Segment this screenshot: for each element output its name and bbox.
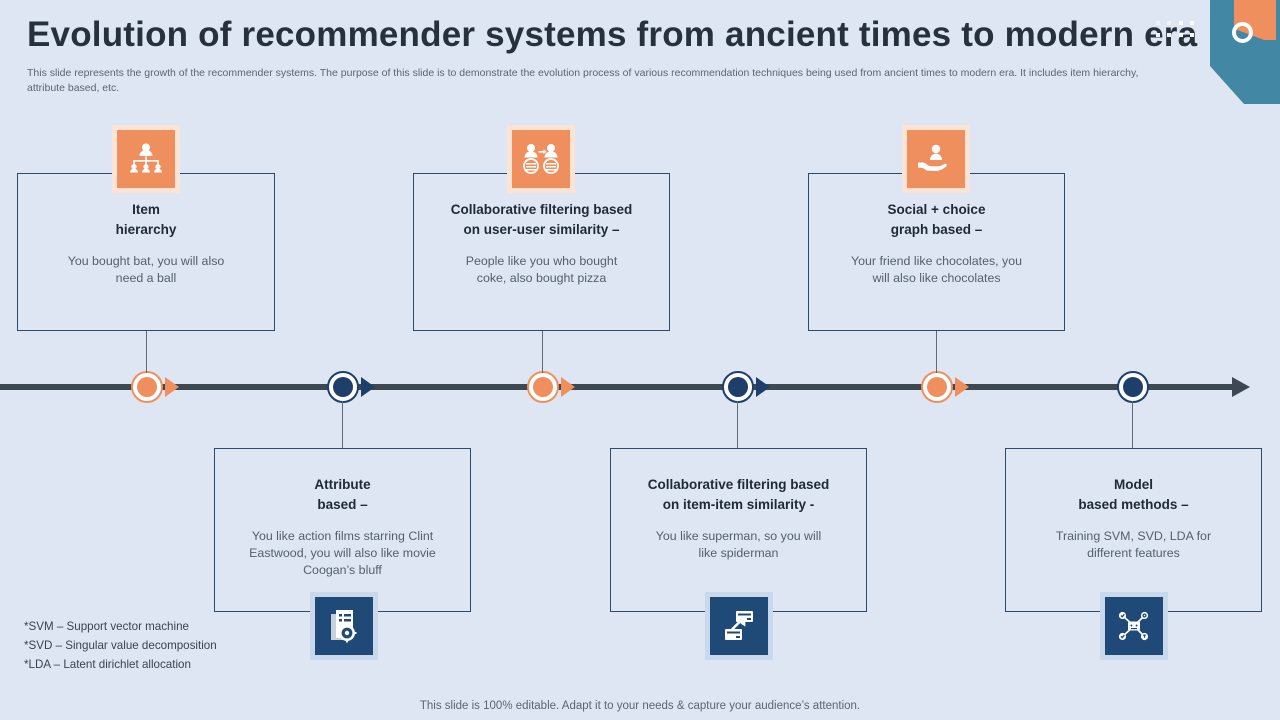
- card-item-hierarchy[interactable]: Item hierarchy You bought bat, you will …: [17, 173, 275, 331]
- marker-dot: [333, 377, 353, 397]
- hierarchy-org-chart-icon: [117, 130, 175, 188]
- timeline-marker-5[interactable]: [921, 371, 953, 403]
- card-item-item-collaborative-filtering[interactable]: Collaborative filtering based on item-it…: [610, 448, 867, 612]
- card-heading: Collaborative filtering based on user-us…: [450, 202, 633, 237]
- timeline-triangle-1-icon: [165, 377, 179, 397]
- connector-top-1: [146, 331, 147, 373]
- timeline-marker-6[interactable]: [1117, 371, 1149, 403]
- page-subtitle: This slide represents the growth of the …: [27, 67, 1139, 94]
- card-social-choice-graph[interactable]: Social + choice graph based – Your frien…: [808, 173, 1065, 331]
- card-body: Your friend like chocolates, you will al…: [850, 254, 1023, 285]
- timeline-triangle-5-icon: [955, 377, 969, 397]
- connector-top-2: [542, 331, 543, 373]
- card-user-user-collaborative-filtering[interactable]: Collaborative filtering based on user-us…: [413, 173, 670, 331]
- card-heading: Item hierarchy: [115, 202, 177, 237]
- card-heading: Model based methods –: [1078, 477, 1189, 512]
- card-body: You like superman, so you will like spid…: [655, 529, 822, 560]
- document-settings-icon: [315, 597, 373, 655]
- footnote-lda: *LDA – Latent dirichlet allocation: [24, 658, 191, 671]
- footnote-svd: *SVD – Singular value decomposition: [24, 639, 217, 652]
- footer-note: This slide is 100% editable. Adapt it to…: [419, 700, 861, 712]
- card-heading: Collaborative filtering based on item-it…: [647, 477, 830, 512]
- timeline-marker-1[interactable]: [131, 371, 163, 403]
- timeline-marker-4[interactable]: [722, 371, 754, 403]
- marker-dot: [1123, 377, 1143, 397]
- connector-bottom-2: [737, 401, 738, 448]
- card-body: You like action films starring Clint Eas…: [249, 529, 436, 577]
- item-similarity-arrow-icon: [710, 597, 768, 655]
- connector-bottom-1: [342, 401, 343, 448]
- timeline-triangle-4-icon: [756, 377, 770, 397]
- white-ring-icon: [1232, 22, 1253, 43]
- marker-dot: [533, 377, 553, 397]
- card-body: You bought bat, you will also need a bal…: [67, 254, 225, 285]
- card-heading: Social + choice graph based –: [887, 202, 986, 237]
- footnote-svm: *SVM – Support vector machine: [24, 620, 189, 633]
- connector-bottom-3: [1132, 401, 1133, 448]
- marker-dot: [728, 377, 748, 397]
- connector-top-3: [936, 331, 937, 373]
- dot-grid-icon: [1156, 21, 1198, 41]
- timeline-arrowhead-icon: [1232, 377, 1250, 397]
- card-heading: Attribute based –: [314, 477, 371, 512]
- timeline-marker-2[interactable]: [327, 371, 359, 403]
- footnotes: *SVM – Support vector machine *SVD – Sin…: [24, 617, 217, 674]
- network-model-nodes-icon: [1105, 597, 1163, 655]
- two-users-exchange-icon: [512, 130, 570, 188]
- card-attribute-based[interactable]: Attribute based – You like action films …: [214, 448, 471, 612]
- card-body: People like you who bought coke, also bo…: [465, 254, 618, 285]
- timeline-triangle-2-icon: [361, 377, 375, 397]
- marker-dot: [137, 377, 157, 397]
- card-body: Training SVM, SVD, LDA for different fea…: [1055, 529, 1212, 560]
- timeline-axis: [0, 384, 1235, 390]
- timeline-marker-3[interactable]: [527, 371, 559, 403]
- page-title: Evolution of recommender systems from an…: [27, 15, 1198, 54]
- hand-holding-person-icon: [907, 130, 965, 188]
- card-model-based-methods[interactable]: Model based methods – Training SVM, SVD,…: [1005, 448, 1262, 612]
- timeline-triangle-3-icon: [561, 377, 575, 397]
- marker-dot: [927, 377, 947, 397]
